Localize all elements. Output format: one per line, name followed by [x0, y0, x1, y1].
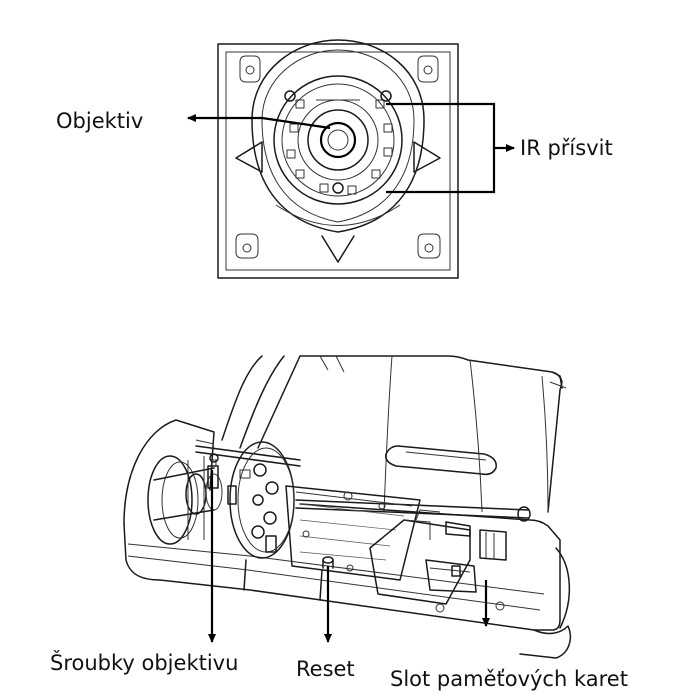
mounting-slot-icon — [239, 55, 261, 83]
lens-label: Objektiv — [56, 109, 143, 133]
ir-light-label: IR přísvit — [520, 136, 613, 160]
mounting-slot-icon — [417, 233, 441, 259]
ir-led-icon — [286, 99, 393, 195]
memory-card-slot-label: Slot paměťových karet — [390, 667, 628, 691]
mounting-slot-icon — [235, 233, 259, 259]
mounting-slot-icon — [417, 55, 439, 83]
camera-open-housing — [123, 355, 572, 659]
lens-screws-label: Šroubky objektivu — [50, 650, 238, 675]
lens-callout — [187, 114, 331, 130]
camera-front-view — [217, 39, 459, 279]
ir-light-callout — [386, 102, 515, 194]
reset-label: Reset — [296, 657, 355, 681]
